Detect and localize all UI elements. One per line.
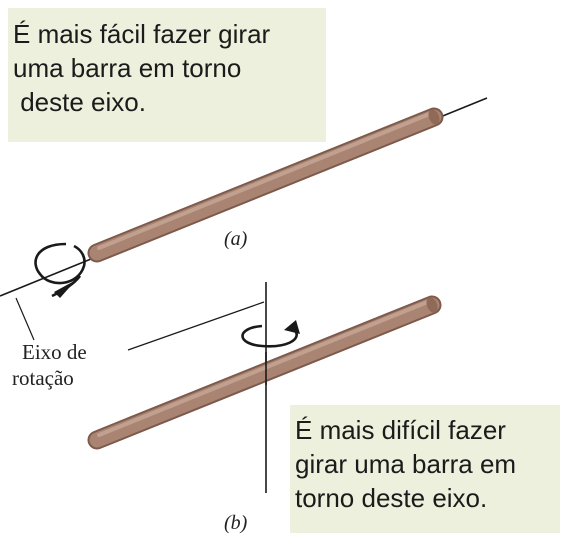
callout-harder-rotation: É mais difícil fazer girar uma barra em … xyxy=(290,405,560,533)
axis-label-leader-a xyxy=(15,297,35,341)
axis-label-line-1: Eixo de xyxy=(22,340,87,364)
figure-label-a: (a) xyxy=(224,228,248,250)
callout-b-line-2: girar uma barra em xyxy=(295,449,517,479)
rotation-arrow-b-icon xyxy=(241,320,300,348)
callout-a-line-2: uma barra em torno xyxy=(13,53,242,83)
callout-b-line-3: torno deste eixo. xyxy=(295,483,488,513)
callout-a-line-1: É mais fácil fazer girar xyxy=(13,19,271,49)
callout-easier-rotation: É mais fácil fazer girar uma barra em to… xyxy=(8,8,326,142)
callout-b-line-1: É mais difícil fazer xyxy=(295,415,506,445)
rotation-arrow-a-icon xyxy=(34,242,86,298)
figure-label-b: (b) xyxy=(224,512,248,534)
axis-label-leader-b xyxy=(127,301,265,351)
callout-a-line-3: deste eixo. xyxy=(13,87,146,117)
rod-b xyxy=(87,295,442,450)
axis-label-line-2: rotação xyxy=(12,366,74,390)
axis-of-rotation-label: Eixo de rotação xyxy=(12,339,122,391)
rod-a xyxy=(87,107,444,263)
